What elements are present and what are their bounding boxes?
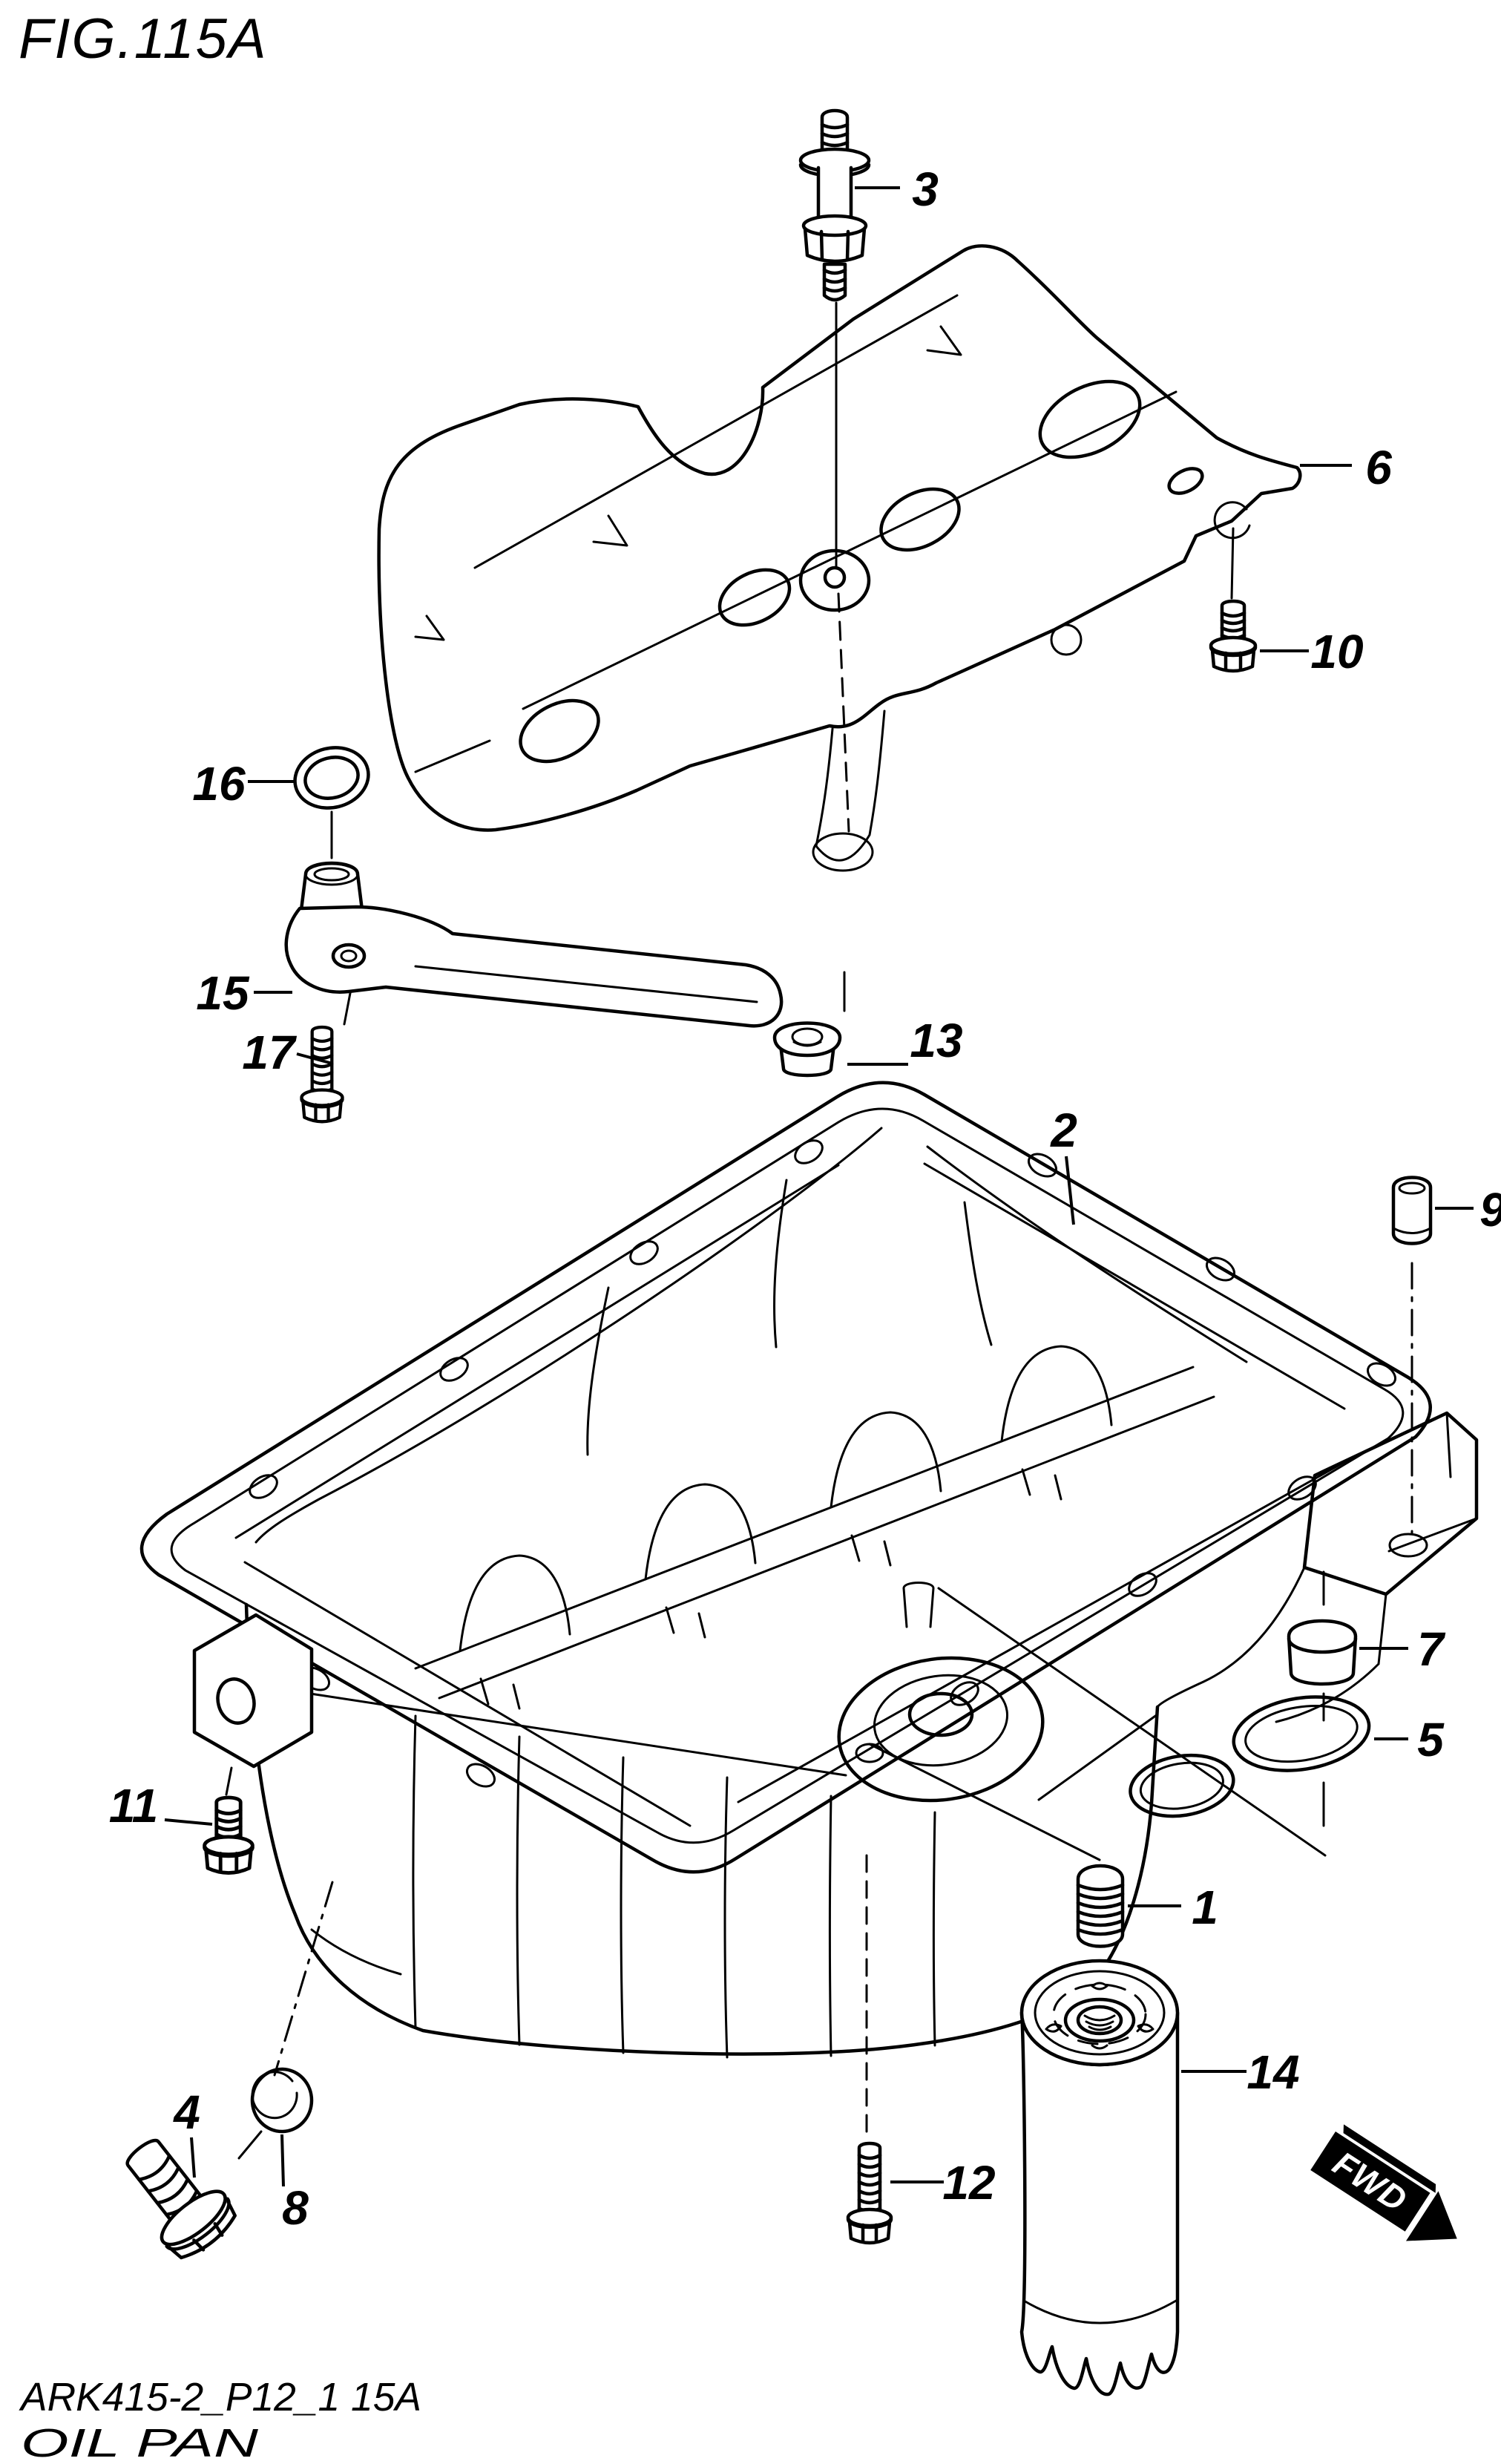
- callout-label-3: 3: [912, 163, 939, 216]
- gasket-ring: [250, 2067, 314, 2134]
- drain-plug: [125, 2138, 237, 2260]
- figure-title: FIG.115A: [19, 7, 268, 71]
- callout-label-4: 4: [172, 2085, 200, 2139]
- callout-label-17: 17: [242, 1026, 298, 1079]
- callout-label-16: 16: [192, 757, 246, 810]
- cap: [1287, 1619, 1358, 1686]
- fwd-arrow-badge: FWD: [1310, 2124, 1457, 2241]
- callout-label-9: 9: [1479, 1183, 1501, 1236]
- flange-bolt-17: [301, 1027, 342, 1121]
- callout-label-14: 14: [1247, 2045, 1299, 2099]
- footer-code: ARK415-2_P12_1 15A: [19, 2375, 421, 2419]
- oil-pan: [139, 1081, 1479, 2059]
- callout-leader-4: [190, 2137, 196, 2178]
- oil-strainer: [284, 861, 784, 1028]
- grommet: [772, 1021, 842, 1078]
- callout-label-11: 11: [109, 1779, 158, 1832]
- callout-label-10: 10: [1310, 625, 1363, 678]
- bearing-arches: [459, 1345, 1113, 1710]
- callout-leader-8: [280, 2134, 285, 2187]
- footer-title: OIL PAN: [21, 2421, 260, 2464]
- callout-leader-11: [164, 1818, 213, 1826]
- callout-label-6: 6: [1365, 441, 1392, 494]
- stud-bolt-filter: [1076, 1864, 1125, 1948]
- flange-bolt-11: [205, 1798, 253, 1873]
- baffle-plate: [377, 244, 1302, 872]
- callout-leader-17: [296, 1052, 333, 1065]
- callout-label-1: 1: [1192, 1881, 1218, 1934]
- flange-bolt-12: [848, 2143, 891, 2243]
- stud-bolt-upper: [798, 108, 871, 302]
- dowel-pin: [1391, 1176, 1433, 1245]
- flange-bolt-10: [1211, 601, 1255, 671]
- callout-layer: 3610161517132975114121148: [109, 163, 1501, 2235]
- callout-label-2: 2: [1050, 1104, 1077, 1157]
- callout-label-13: 13: [910, 1014, 962, 1067]
- flange-bolt-holes: [249, 1139, 1428, 1788]
- double-gasket: [1129, 1695, 1371, 1818]
- oil-filter: [1019, 1959, 1180, 2396]
- callout-label-12: 12: [942, 2156, 995, 2209]
- sump-ribs: [310, 1714, 936, 2059]
- o-ring: [293, 746, 370, 810]
- callout-label-7: 7: [1417, 1622, 1446, 1676]
- callout-label-15: 15: [196, 966, 250, 1020]
- callout-label-8: 8: [282, 2181, 309, 2235]
- callout-label-5: 5: [1417, 1713, 1445, 1766]
- callout-leader-2: [1065, 1156, 1075, 1225]
